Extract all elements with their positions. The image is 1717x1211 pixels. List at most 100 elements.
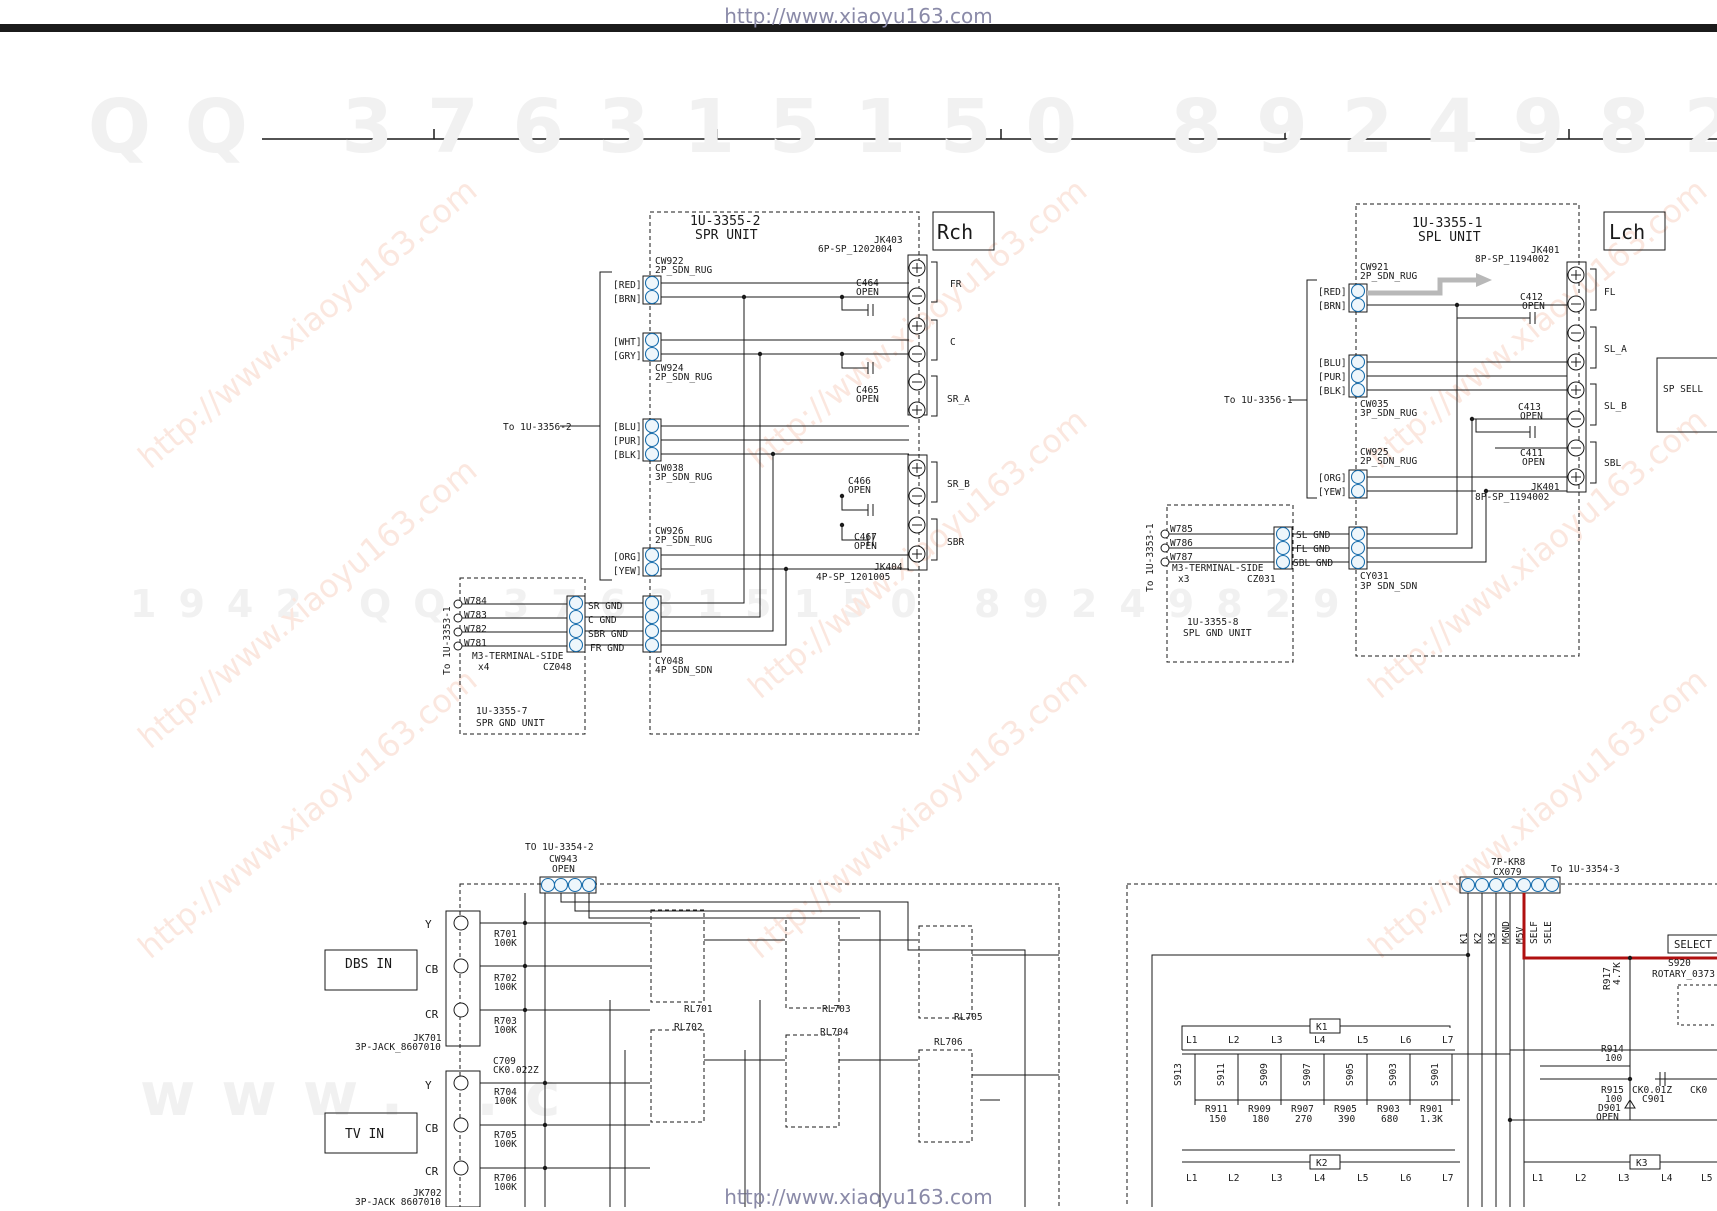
w783: W783 — [464, 610, 487, 621]
spl-wire-red: [RED] — [1318, 287, 1347, 298]
speaker-sr-b: SR_B — [947, 479, 970, 490]
cw035-label: CW035 — [1360, 399, 1389, 410]
cw038-type: 3P_SDN_RUG — [655, 472, 712, 483]
spl-unit: 1U-3355-1 SPL UNIT Lch JK401 8P-SP_11940… — [1224, 203, 1717, 657]
wire-yew: [YEW] — [613, 566, 642, 577]
spr-gnd-to: To 1U-3353-1 — [442, 606, 453, 675]
r917: R917 — [1602, 967, 1613, 990]
s909: S909 — [1259, 1063, 1270, 1086]
spl-wire-org: [ORG] — [1318, 473, 1347, 484]
wire-brn: [BRN] — [613, 294, 642, 305]
cw921-label: CW921 — [1360, 262, 1389, 273]
spl-term-mult: x3 — [1178, 574, 1189, 585]
wire-gry: [GRY] — [613, 351, 642, 362]
dbs-in-label: DBS IN — [345, 957, 392, 972]
r901-val: 1.3K — [1420, 1114, 1443, 1125]
r703: R703 — [494, 1016, 517, 1027]
w785: W785 — [1170, 524, 1193, 535]
rl701: RL701 — [684, 1004, 713, 1015]
w786: W786 — [1170, 538, 1193, 549]
l6: L6 — [1400, 1035, 1412, 1046]
c901b: CK0 — [1690, 1085, 1707, 1096]
r905: R905 — [1334, 1104, 1357, 1115]
rl706: RL706 — [934, 1037, 963, 1048]
cw925-type: 2P_SDN_RUG — [1360, 456, 1417, 467]
l7: L7 — [1442, 1035, 1453, 1046]
wire-pur: [PUR] — [613, 436, 642, 447]
c413-note: OPEN — [1520, 411, 1543, 422]
wire-blk: [BLK] — [613, 450, 642, 461]
d901-note: OPEN — [1596, 1112, 1619, 1123]
c-gnd: C GND — [588, 615, 617, 626]
r705-val: 100K — [494, 1139, 517, 1150]
r915: R915 — [1601, 1085, 1624, 1096]
speaker-c: C — [950, 337, 956, 348]
l4: L4 — [1314, 1035, 1326, 1046]
spl-gnd-to: To 1U-3353-1 — [1145, 523, 1156, 592]
r903: R903 — [1377, 1104, 1400, 1115]
watermark-bottom: www. .c — [140, 1060, 587, 1130]
k2-box: K2 — [1316, 1158, 1327, 1169]
wire-wht: [WHT] — [613, 337, 642, 348]
jk701-type: 3P-JACK_8607010 — [355, 1042, 441, 1053]
jk403-type: 6P-SP_1202004 — [818, 244, 893, 255]
cz031: CZ031 — [1247, 574, 1276, 585]
r705: R705 — [494, 1130, 517, 1141]
cx079-type: 7P-KR8 — [1491, 857, 1526, 868]
cw035-type: 3P_SDN_RUG — [1360, 408, 1417, 419]
speaker-sl-a: SL_A — [1604, 344, 1627, 355]
wire-blu: [BLU] — [613, 422, 642, 433]
r909-val: 180 — [1252, 1114, 1269, 1125]
sig-k1: K1 — [1459, 932, 1470, 944]
speaker-sbl: SBL — [1604, 458, 1621, 469]
keys-to: To 1U-3354-3 — [1551, 864, 1620, 875]
select-box: SELECT — [1674, 939, 1713, 951]
c466-label: C466 — [848, 476, 871, 487]
l5: L5 — [1357, 1035, 1368, 1046]
sbl-gnd: SBL GND — [1293, 558, 1333, 569]
c709-val: CK0.022Z — [493, 1065, 539, 1076]
s901: S901 — [1430, 1063, 1441, 1086]
r907: R907 — [1291, 1104, 1314, 1115]
cw926-type: 2P_SDN_RUG — [655, 535, 712, 546]
r704-val: 100K — [494, 1096, 517, 1107]
l1: L1 — [1186, 1035, 1198, 1046]
tv-y: Y — [425, 1079, 432, 1092]
cy031-type: 3P SDN_SDN — [1360, 581, 1417, 592]
r702: R702 — [494, 973, 517, 984]
r915-val: 100 — [1605, 1094, 1622, 1105]
sl-gnd: SL GND — [1296, 530, 1331, 541]
spl-gnd-id: 1U-3355-8 — [1187, 617, 1239, 628]
spl-wire-yew: [YEW] — [1318, 487, 1347, 498]
l2: L2 — [1228, 1035, 1239, 1046]
b-l7: L7 — [1442, 1173, 1453, 1184]
spr-unit-border — [649, 211, 920, 735]
c411-note: OPEN — [1522, 457, 1545, 468]
b-l2: L2 — [1228, 1173, 1239, 1184]
d901: D901 — [1598, 1103, 1621, 1114]
cy048-label: CY048 — [655, 656, 684, 667]
rl703: RL703 — [822, 1004, 851, 1015]
spr-unit: 1U-3355-2 SPR UNIT Rch JK403 6P-SP_12020… — [503, 211, 995, 735]
spl-gnd-name: SPL GND UNIT — [1183, 628, 1252, 639]
signal-flow-arrow — [1367, 277, 1478, 296]
jk702: JK702 — [413, 1188, 442, 1199]
r-l2: L2 — [1575, 1173, 1586, 1184]
b-l3: L3 — [1271, 1173, 1282, 1184]
c709: C709 — [493, 1056, 516, 1067]
cw924-type: 2P_SDN_RUG — [655, 372, 712, 383]
sig-sele: SELE — [1543, 921, 1554, 944]
watermark-qq: QQ 376315150 892498299 — [88, 84, 1717, 170]
c465-note: OPEN — [856, 394, 879, 405]
spr-to-label: To 1U-3356-2 — [503, 422, 572, 433]
svg-text:http://www.xiaoyu163.com: http://www.xiaoyu163.com — [131, 171, 485, 476]
lch-label: Lch — [1609, 220, 1645, 244]
r914-val: 100 — [1605, 1053, 1622, 1064]
c901: C901 — [1642, 1094, 1665, 1105]
c465-label: C465 — [856, 385, 879, 396]
cw943-note: OPEN — [552, 864, 575, 875]
cw924-label: CW924 — [655, 363, 684, 374]
c412-note: OPEN — [1522, 301, 1545, 312]
